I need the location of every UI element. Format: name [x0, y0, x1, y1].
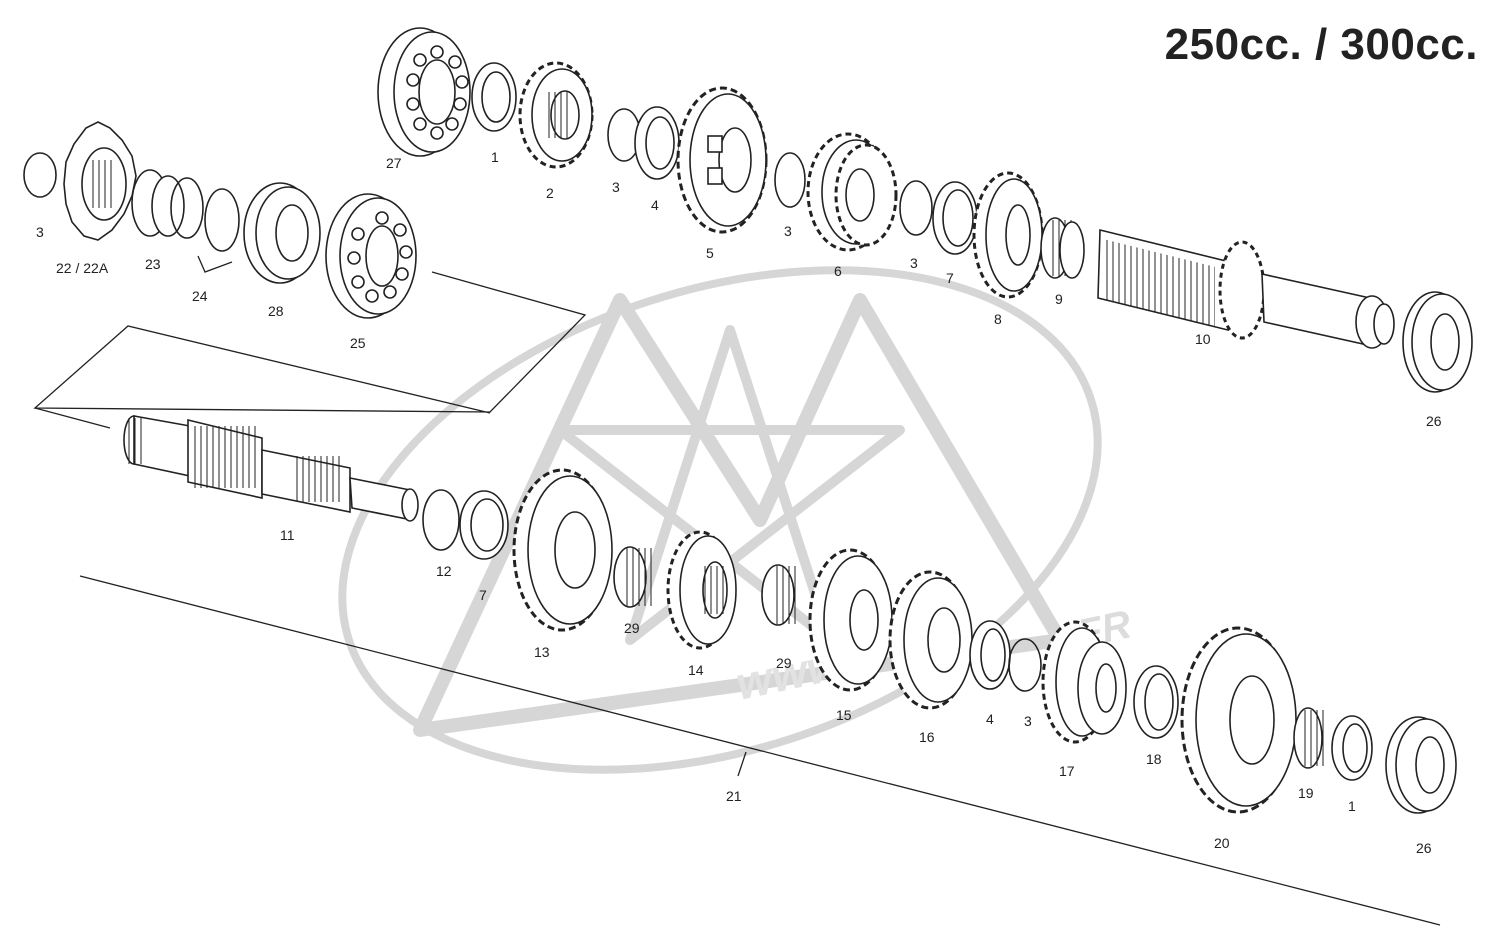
callout-c26b: 26	[1416, 840, 1432, 856]
reference-lines	[33, 255, 1441, 926]
washer-18	[1133, 665, 1179, 739]
callout-c11: 11	[280, 527, 295, 543]
washer-7-upper	[932, 181, 978, 255]
bearing-27	[377, 27, 471, 157]
circlip-3-lower	[1008, 638, 1042, 692]
callout-c1b: 1	[1348, 798, 1356, 814]
callout-c7a: 7	[946, 270, 954, 286]
gear-14	[666, 530, 737, 650]
callout-c7b: 7	[479, 587, 487, 603]
washer-4-upper	[634, 106, 680, 180]
callout-c3c: 3	[910, 255, 918, 271]
callout-c16: 16	[919, 729, 935, 745]
gear-15	[808, 548, 893, 692]
countershaft-assembly	[123, 415, 1457, 814]
callout-c3e: 3	[1024, 713, 1032, 729]
circlip-3-sprocket	[23, 152, 57, 198]
callout-c20: 20	[1214, 835, 1230, 851]
gear-8	[972, 171, 1044, 299]
callout-c6: 6	[834, 263, 842, 279]
sprocket-assembly	[23, 121, 417, 319]
callout-c15: 15	[836, 707, 852, 723]
callout-c23: 23	[145, 256, 161, 272]
callout-c8: 8	[994, 311, 1002, 327]
spacer-23	[131, 169, 185, 237]
callout-c26a: 26	[1426, 413, 1442, 429]
callout-c17: 17	[1059, 763, 1075, 779]
callout-c24: 24	[192, 288, 208, 304]
gear-6	[806, 132, 898, 252]
needle-bearing-29b	[761, 564, 800, 626]
callout-c29b: 29	[776, 655, 792, 671]
callout-c19: 19	[1298, 785, 1314, 801]
callout-c28: 28	[268, 303, 284, 319]
circlip-12	[422, 489, 460, 551]
callout-c2: 2	[546, 185, 554, 201]
callout-c3a: 3	[612, 179, 620, 195]
callout-c27: 27	[386, 155, 402, 171]
sprocket-22	[63, 121, 137, 241]
gear-5	[676, 86, 768, 234]
gear-13	[512, 468, 613, 632]
callout-c3b: 3	[784, 223, 792, 239]
thrust-washer-1-upper	[471, 62, 517, 132]
needle-bearing-29a	[613, 546, 652, 608]
callout-c4b: 4	[986, 711, 994, 727]
washer-4-lower	[969, 620, 1011, 690]
callout-c25: 25	[350, 335, 366, 351]
callout-c29a: 29	[624, 620, 640, 636]
needle-bearing-9	[1040, 217, 1085, 279]
callout-c10: 10	[1195, 331, 1211, 347]
callout-c21: 21	[726, 788, 742, 804]
main-shaft-10	[1097, 228, 1395, 349]
needle-bearing-19	[1293, 707, 1328, 769]
o-rings-24	[170, 177, 240, 252]
washer-7-lower	[459, 490, 509, 560]
countershaft-11	[123, 415, 419, 522]
thrust-washer-1-lower	[1331, 715, 1373, 781]
oil-seal-26-lower	[1385, 716, 1457, 814]
callout-c4a: 4	[651, 197, 659, 213]
gear-20	[1180, 626, 1297, 814]
callout-c22: 22 / 22A	[56, 260, 109, 276]
callout-c3d: 3	[36, 224, 44, 240]
gear-17	[1041, 620, 1127, 744]
callout-c13: 13	[534, 644, 550, 660]
callout-c1a: 1	[491, 149, 499, 165]
bearing-25	[325, 193, 417, 319]
callout-c12: 12	[436, 563, 452, 579]
callout-c5: 5	[706, 245, 714, 261]
circlip-3-upper-b	[774, 152, 806, 208]
callout-c9: 9	[1055, 291, 1063, 307]
upper-shaft-assembly	[377, 27, 1473, 393]
gear-2	[518, 61, 594, 169]
oil-seal-26-upper	[1402, 291, 1473, 393]
circlip-3-upper-c	[899, 180, 933, 236]
oil-seal-28	[243, 182, 321, 284]
callout-c18: 18	[1146, 751, 1162, 767]
displacement-title: 250cc. / 300cc.	[1164, 20, 1478, 69]
countershaft-leader-line	[79, 575, 1441, 926]
callout-c14: 14	[688, 662, 704, 678]
gear-16	[888, 570, 973, 710]
